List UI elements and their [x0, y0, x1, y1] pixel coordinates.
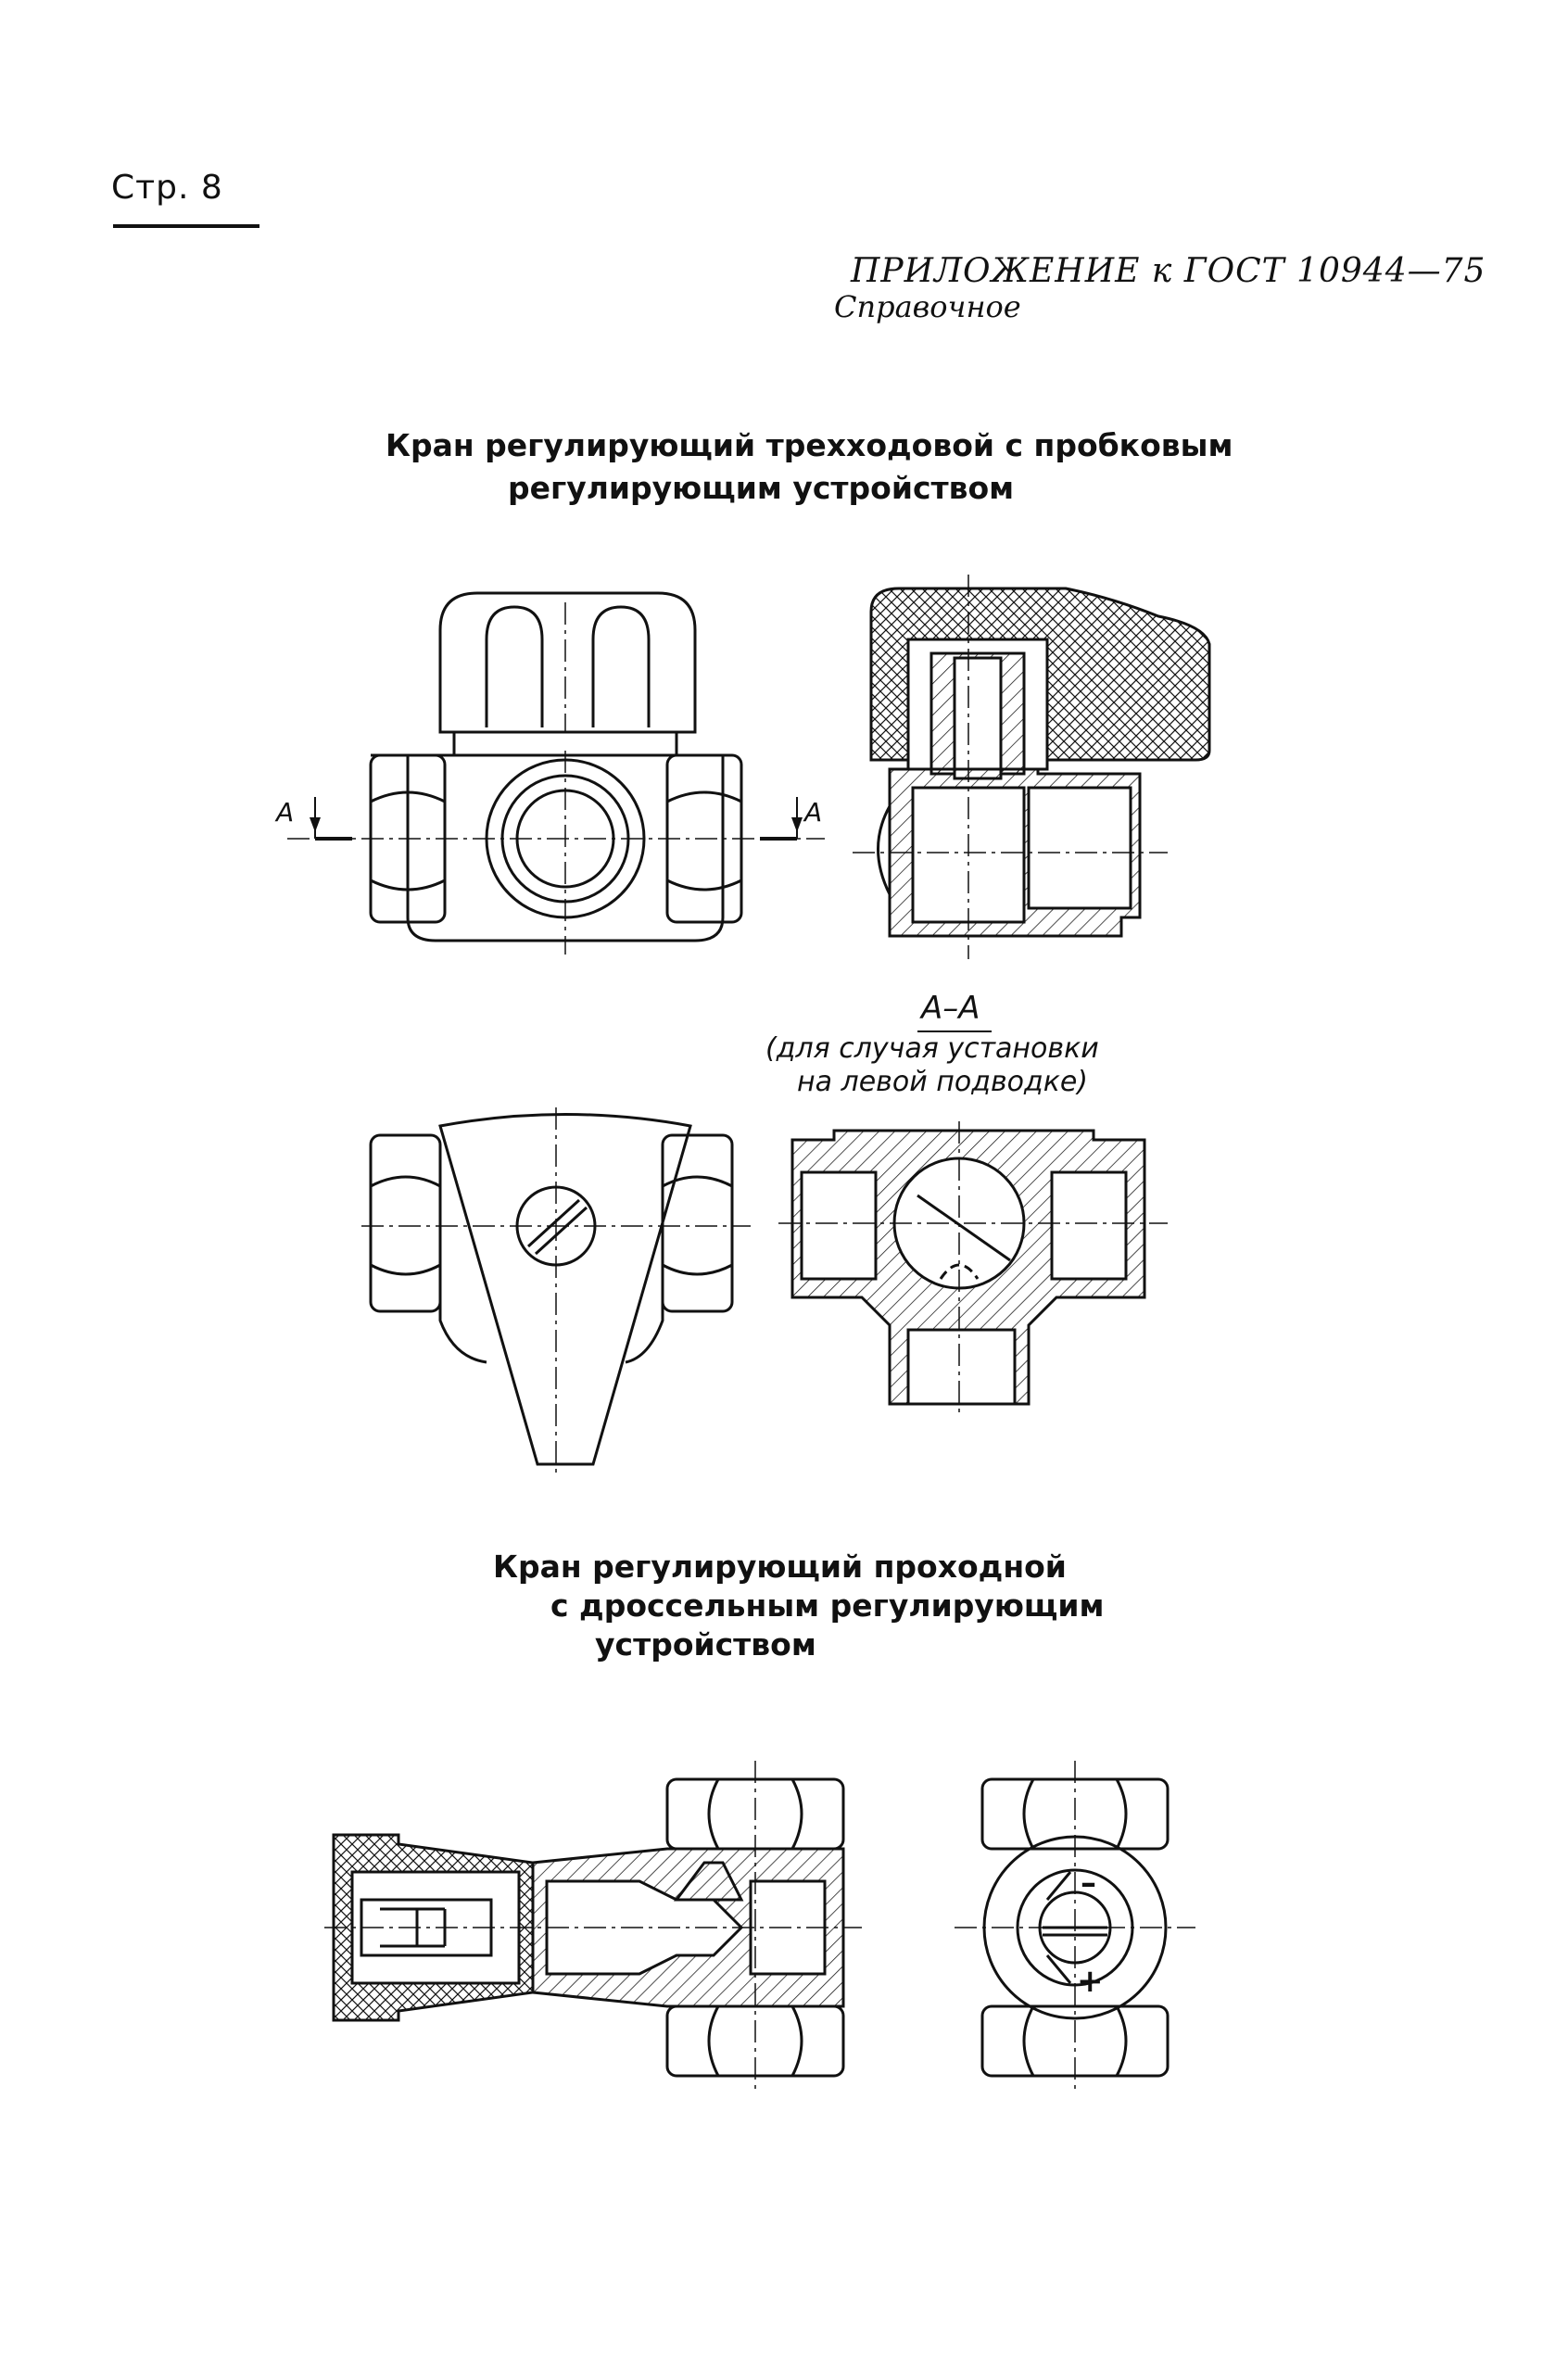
section2-title-line2: с дроссельным регулирующим: [550, 1587, 1105, 1624]
three-way-valve-top-view: [361, 1107, 751, 1478]
cut-label-right: А: [804, 797, 823, 828]
page-number-underline: [113, 224, 259, 228]
section-a-a-view: [778, 1121, 1168, 1418]
section-view-note-line2: на левой подводке): [797, 1066, 1089, 1098]
section-view-title-underline: [917, 1030, 992, 1032]
three-way-valve-front-view: [287, 591, 825, 955]
reference-note: Справочное: [834, 289, 1021, 324]
dial-mark-minus: –: [1081, 1865, 1096, 1902]
three-way-valve-side-section: [853, 575, 1211, 959]
throttle-valve-section: [324, 1761, 862, 2094]
cut-label-left: А: [276, 797, 295, 828]
appendix-heading: ПРИЛОЖЕНИЕ к ГОСТ 10944—75: [851, 252, 1486, 290]
throttle-valve-end-view: [955, 1761, 1195, 2094]
page-number: Стр. 8: [111, 169, 223, 207]
section1-title-line2: регулирующим устройством: [508, 470, 1015, 506]
section1-title-line1: Кран регулирующий трехходовой с пробковы…: [386, 427, 1233, 463]
section2-title-line1: Кран регулирующий проходной: [493, 1549, 1067, 1585]
section-view-note-line1: (для случая установки: [765, 1032, 1099, 1065]
section-view-title: А–А: [921, 990, 980, 1027]
section2-title-line3: устройством: [595, 1626, 816, 1663]
dial-mark-plus: +: [1077, 1963, 1104, 2000]
